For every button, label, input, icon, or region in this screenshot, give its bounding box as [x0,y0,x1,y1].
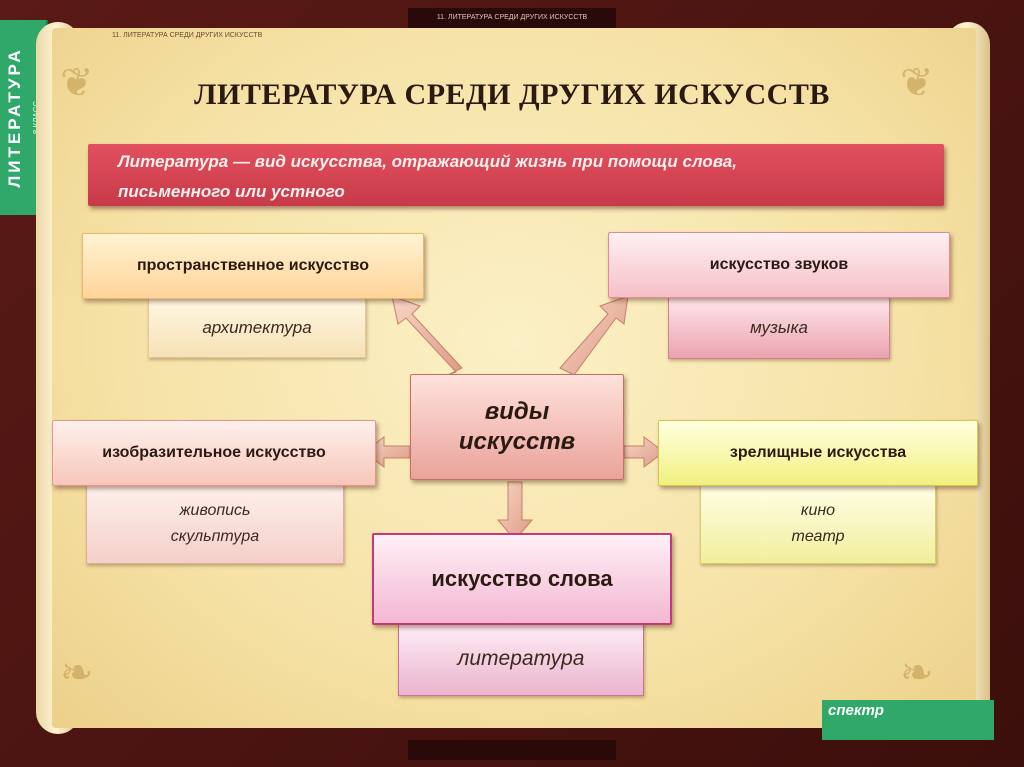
sound-example: музыка [750,318,808,337]
page-title: ЛИТЕРАТУРА СРЕДИ ДРУГИХ ИСКУССТВ [194,78,830,111]
spatial-example-box: архитектура [148,298,366,358]
publisher-brand: спектр [828,702,884,719]
visual-example-box: живопись скульптура [86,484,344,564]
spectacle-art-box: зрелищные искусства [658,420,978,486]
visual-art-label: изобразительное искусство [102,444,326,461]
top-caption: 11. ЛИТЕРАТУРА СРЕДИ ДРУГИХ ИСКУССТВ [408,8,616,28]
spectacle-art-label: зрелищные искусства [729,444,907,461]
art-types-center-box: виды искусств [410,374,624,480]
spatial-art-label: пространственное искусство [136,257,370,274]
definition-line-2: письменного или устного [118,182,345,201]
spatial-art-box: пространственное искусство [82,233,424,299]
sound-art-label: искусство звуков [709,256,849,273]
sound-example-box: музыка [668,297,890,359]
spatial-example: архитектура [202,318,312,337]
visual-example-1: живопись [179,502,251,519]
center-line-1: виды [484,398,550,425]
visual-art-box: изобразительное искусство [52,420,376,486]
definition-box: Литература — вид искусства, отражающий ж… [88,144,944,206]
visual-example-2: скульптура [170,528,260,545]
bottom-caption [408,740,616,760]
ornament-bottom-right-icon: ❧ [900,650,934,696]
word-art-box: искусство слова [372,533,672,625]
publisher-logo: спектр [822,700,994,740]
word-example-box: литература [398,622,644,696]
arrow-to-sound [559,295,629,376]
spectacle-example-2: театр [791,528,845,545]
spectacle-example-box: кино театр [700,484,936,564]
center-line-2: искусств [458,428,576,455]
word-example: литература [457,647,585,670]
ornament-bottom-left-icon: ❧ [60,650,94,696]
arrow-to-word [496,481,534,541]
arrow-to-spatial [391,295,463,376]
sound-art-box: искусство звуков [608,232,950,298]
scroll-header: 11. ЛИТЕРАТУРА СРЕДИ ДРУГИХ ИСКУССТВ [112,32,263,39]
arrow-to-spectacle [623,436,665,468]
ornament-top-left-icon: ❦ [60,60,94,106]
word-art-label: искусство слова [431,566,613,591]
ornament-top-right-icon: ❦ [900,60,934,106]
definition-line-1: Литература — вид искусства, отражающий ж… [118,152,737,171]
spectacle-example-1: кино [800,502,836,519]
